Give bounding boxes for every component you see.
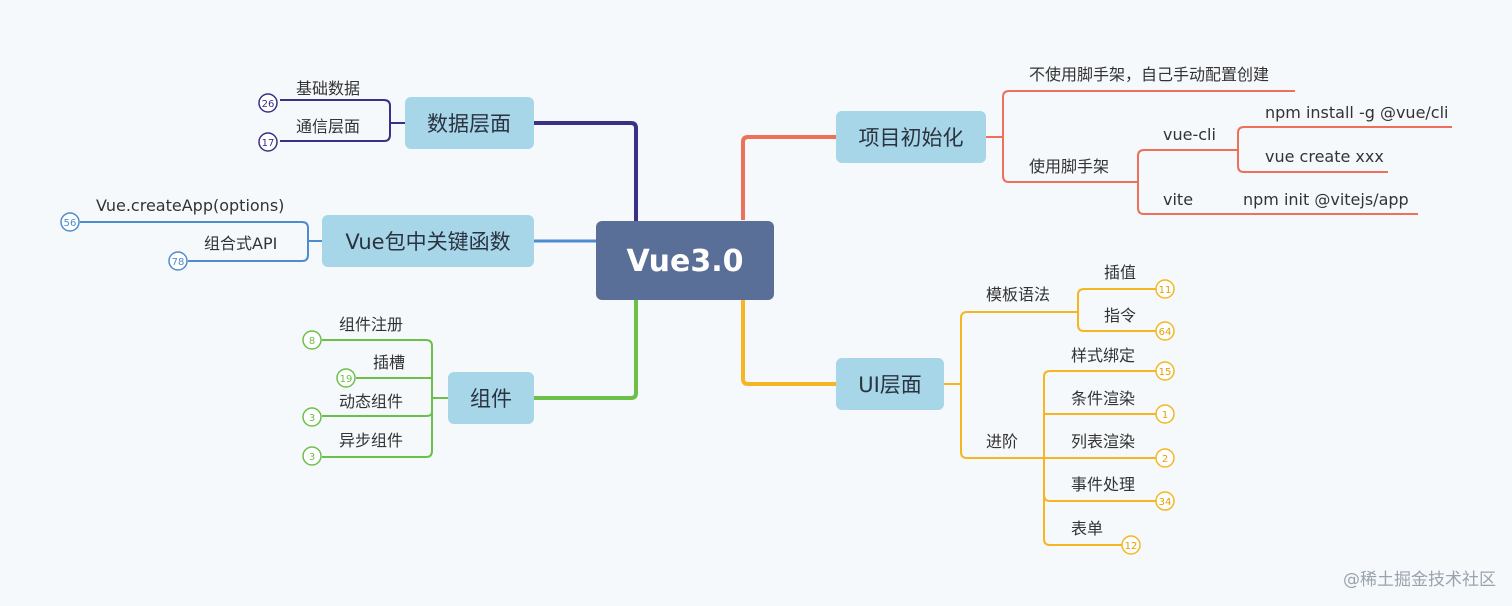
leaf-interpolation[interactable]: 插值: [1104, 263, 1136, 282]
count-badge: 12: [1125, 541, 1138, 552]
count-badge: 34: [1159, 497, 1172, 508]
count-badge: 11: [1159, 285, 1172, 296]
connector-package-items: [80, 221, 322, 262]
badge-circle: [1155, 491, 1175, 511]
leaf-component-registration[interactable]: 组件注册: [339, 315, 403, 334]
leaf-form[interactable]: 表单: [1071, 519, 1103, 538]
leaf-npm-install-cli[interactable]: npm install -g @vue/cli: [1265, 103, 1449, 122]
leaf-basic-data[interactable]: 基础数据: [296, 79, 360, 98]
badge-circle: [1155, 448, 1175, 468]
leaf-vue-cli[interactable]: vue-cli: [1163, 125, 1216, 144]
topic-package-box[interactable]: [322, 215, 534, 267]
badge-circle: [1155, 321, 1175, 341]
count-badge: 8: [309, 336, 315, 347]
watermark: @稀土掘金技术社区: [1343, 570, 1496, 590]
leaf-style-binding[interactable]: 样式绑定: [1071, 346, 1135, 365]
topic-package[interactable]: Vue包中关键函数: [345, 230, 510, 254]
badge-circle: [302, 446, 322, 466]
topic-init-box[interactable]: [836, 111, 986, 163]
badge-circle: [258, 93, 278, 113]
topic-ui-box[interactable]: [836, 358, 944, 410]
leaf-create-app[interactable]: Vue.createApp(options): [96, 196, 284, 215]
leaf-scaffold[interactable]: 使用脚手架: [1029, 157, 1109, 176]
count-badge: 19: [340, 374, 353, 385]
badge-circle: [1155, 279, 1175, 299]
topic-data-layer[interactable]: 数据层面: [427, 112, 511, 136]
badge-circle: [302, 407, 322, 427]
leaf-communication[interactable]: 通信层面: [296, 117, 360, 136]
count-badge: 15: [1159, 367, 1172, 378]
count-badge: 3: [309, 452, 315, 463]
leaf-vue-create[interactable]: vue create xxx: [1265, 147, 1384, 166]
leaf-event-handling[interactable]: 事件处理: [1071, 475, 1135, 494]
topic-ui[interactable]: UI层面: [858, 373, 922, 397]
connector-root-component: [534, 300, 638, 400]
connector-root-init: [741, 135, 836, 220]
root-node-box[interactable]: [596, 221, 774, 300]
leaf-dynamic-component[interactable]: 动态组件: [339, 392, 403, 411]
badge-circle: [1121, 535, 1141, 555]
count-badge: 26: [262, 99, 275, 110]
leaf-vite[interactable]: vite: [1163, 190, 1193, 209]
leaf-composition-api[interactable]: 组合式API: [204, 234, 277, 253]
topic-init[interactable]: 项目初始化: [859, 126, 964, 150]
leaf-slots[interactable]: 插槽: [373, 353, 405, 372]
connector-data-layer-items: [280, 99, 405, 142]
count-badge: 78: [172, 257, 185, 268]
count-badge: 56: [64, 218, 77, 229]
count-badge: 2: [1162, 454, 1168, 465]
topic-component-box[interactable]: [448, 372, 534, 424]
badge-circle: [60, 212, 80, 232]
badge-circle: [168, 251, 188, 271]
leaf-npm-init-vite[interactable]: npm init @vitejs/app: [1243, 190, 1409, 209]
count-badge: 3: [309, 413, 315, 424]
leaf-advanced[interactable]: 进阶: [986, 432, 1018, 451]
leaf-directive[interactable]: 指令: [1104, 306, 1136, 325]
root-node[interactable]: Vue3.0: [627, 244, 744, 279]
leaf-conditional-render[interactable]: 条件渲染: [1071, 389, 1135, 408]
leaf-async-component[interactable]: 异步组件: [339, 431, 403, 450]
leaf-no-scaffold[interactable]: 不使用脚手架，自己手动配置创建: [1029, 65, 1269, 84]
badge-circle: [336, 368, 356, 388]
connector-root-data-layer: [534, 121, 638, 221]
count-badge: 64: [1159, 327, 1172, 338]
connector-ui-items: [944, 288, 1156, 546]
badge-circle: [1155, 404, 1175, 424]
badge-circle: [302, 330, 322, 350]
badge-circle: [1155, 361, 1175, 381]
topic-component[interactable]: 组件: [470, 387, 512, 411]
count-badge: 1: [1162, 410, 1168, 421]
connector-root-ui: [741, 300, 836, 386]
connector-component-items: [322, 339, 448, 458]
badge-circle: [258, 132, 278, 152]
count-badge: 17: [262, 138, 275, 149]
connector-init-items: [986, 90, 1452, 215]
leaf-template-syntax[interactable]: 模板语法: [986, 285, 1050, 304]
topic-data-layer-box[interactable]: [405, 97, 534, 149]
leaf-list-render[interactable]: 列表渲染: [1071, 432, 1135, 451]
